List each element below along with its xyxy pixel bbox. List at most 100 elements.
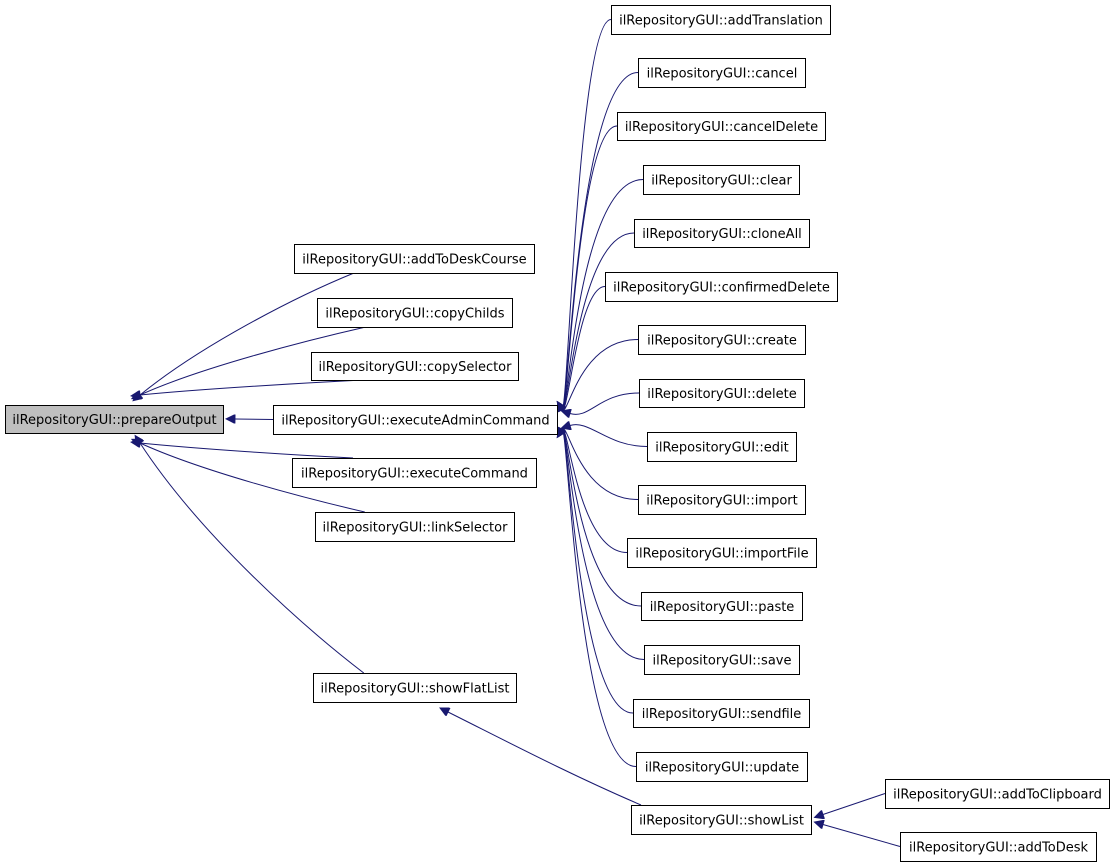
node-label: ilRepositoryGUI::addToDesk: [909, 841, 1088, 856]
node-box: [631, 805, 812, 835]
node-cancel[interactable]: ilRepositoryGUI::cancel: [638, 58, 806, 88]
node-copyChilds[interactable]: ilRepositoryGUI::copyChilds: [317, 298, 513, 328]
node-showList[interactable]: ilRepositoryGUI::showList: [631, 805, 812, 835]
node-executeCommand[interactable]: ilRepositoryGUI::executeCommand: [292, 458, 537, 488]
edge-edit-to-executeAdminCommand: [570, 425, 648, 447]
node-box: [639, 379, 805, 408]
node-label: ilRepositoryGUI::cancel: [647, 67, 798, 82]
node-sendfile[interactable]: ilRepositoryGUI::sendfile: [633, 699, 810, 728]
edge-create-to-executeAdminCommand: [562, 339, 639, 411]
node-label: ilRepositoryGUI::addToClipboard: [893, 788, 1102, 803]
edge-cloneAll-to-executeAdminCommand: [562, 232, 635, 410]
node-showFlatList[interactable]: ilRepositoryGUI::showFlatList: [313, 673, 517, 703]
edge-import-to-executeAdminCommand: [562, 429, 639, 500]
node-label: ilRepositoryGUI::copyChilds: [325, 307, 504, 322]
edge-addToClipboard-to-showList: [823, 793, 886, 815]
node-box: [311, 352, 519, 381]
node-box: [900, 832, 1097, 862]
edge-addToDeskCourse-to-prepareOutput: [140, 272, 355, 395]
node-box: [641, 592, 803, 621]
node-paste[interactable]: ilRepositoryGUI::paste: [641, 592, 803, 621]
node-cancelDelete[interactable]: ilRepositoryGUI::cancelDelete: [617, 112, 826, 141]
edge-layer: [140, 19, 901, 847]
node-label: ilRepositoryGUI::update: [645, 761, 799, 776]
node-addToDesk[interactable]: ilRepositoryGUI::addToDesk: [900, 832, 1097, 862]
edge-confirmedDelete-to-executeAdminCommand: [562, 286, 606, 411]
node-addToClipboard[interactable]: ilRepositoryGUI::addToClipboard: [885, 779, 1110, 809]
node-label: ilRepositoryGUI::prepareOutput: [12, 413, 216, 428]
node-confirmedDelete[interactable]: ilRepositoryGUI::confirmedDelete: [605, 272, 838, 302]
edge-cancelDelete-to-executeAdminCommand: [562, 125, 618, 410]
node-addToDeskCourse[interactable]: ilRepositoryGUI::addToDeskCourse: [294, 244, 535, 274]
node-box: [617, 112, 826, 141]
node-box: [885, 779, 1110, 809]
node-box: [273, 405, 558, 435]
node-label: ilRepositoryGUI::confirmedDelete: [613, 281, 830, 296]
node-box: [638, 485, 806, 515]
node-box: [627, 538, 817, 568]
node-label: ilRepositoryGUI::save: [653, 654, 792, 669]
node-label: ilRepositoryGUI::edit: [655, 441, 789, 456]
node-label: ilRepositoryGUI::executeCommand: [301, 467, 528, 482]
edge-update-to-executeAdminCommand: [562, 429, 637, 767]
node-label: ilRepositoryGUI::executeAdminCommand: [281, 414, 549, 429]
node-box: [313, 673, 517, 703]
node-label: ilRepositoryGUI::showList: [639, 814, 804, 829]
node-clear[interactable]: ilRepositoryGUI::clear: [643, 165, 800, 195]
node-label: ilRepositoryGUI::import: [646, 494, 797, 509]
node-label: ilRepositoryGUI::importFile: [635, 547, 808, 562]
edge-copyChilds-to-prepareOutput: [140, 326, 366, 395]
node-layer: ilRepositoryGUI::prepareOutputilReposito…: [5, 5, 1110, 862]
node-import[interactable]: ilRepositoryGUI::import: [638, 485, 806, 515]
node-importFile[interactable]: ilRepositoryGUI::importFile: [627, 538, 817, 568]
node-edit[interactable]: ilRepositoryGUI::edit: [647, 432, 797, 462]
node-prepareOutput[interactable]: ilRepositoryGUI::prepareOutput: [5, 405, 224, 434]
node-box: [315, 512, 515, 542]
node-box: [292, 458, 537, 488]
node-addTranslation[interactable]: ilRepositoryGUI::addTranslation: [611, 5, 831, 35]
node-box: [638, 58, 806, 88]
node-update[interactable]: ilRepositoryGUI::update: [636, 752, 808, 782]
node-label: ilRepositoryGUI::delete: [647, 387, 797, 402]
node-box: [644, 645, 800, 675]
node-create[interactable]: ilRepositoryGUI::create: [638, 325, 806, 355]
node-copySelector[interactable]: ilRepositoryGUI::copySelector: [311, 352, 519, 381]
edge-executeAdminCommand-to-prepareOutput: [235, 419, 274, 420]
node-label: ilRepositoryGUI::clear: [651, 174, 792, 189]
edge-executeCommand-to-prepareOutput: [140, 443, 354, 459]
node-label: ilRepositoryGUI::addToDeskCourse: [302, 253, 526, 268]
node-delete[interactable]: ilRepositoryGUI::delete: [639, 379, 805, 408]
edge-showList-to-showFlatList: [448, 712, 642, 806]
node-executeAdminCommand[interactable]: ilRepositoryGUI::executeAdminCommand: [273, 405, 558, 435]
node-label: ilRepositoryGUI::showFlatList: [320, 682, 509, 697]
node-save[interactable]: ilRepositoryGUI::save: [644, 645, 800, 675]
node-box: [647, 432, 797, 462]
node-label: ilRepositoryGUI::paste: [650, 600, 795, 615]
node-cloneAll[interactable]: ilRepositoryGUI::cloneAll: [634, 219, 810, 248]
node-box: [634, 219, 810, 248]
node-linkSelector[interactable]: ilRepositoryGUI::linkSelector: [315, 512, 515, 542]
node-box: [638, 325, 806, 355]
node-box: [317, 298, 513, 328]
node-box: [611, 5, 831, 35]
edge-delete-to-executeAdminCommand: [570, 392, 640, 414]
node-label: ilRepositoryGUI::addTranslation: [619, 14, 823, 29]
node-box: [5, 405, 224, 434]
node-label: ilRepositoryGUI::linkSelector: [323, 521, 509, 536]
node-box: [643, 165, 800, 195]
edge-addToDesk-to-showList: [823, 825, 901, 847]
edge-linkSelector-to-prepareOutput: [140, 443, 365, 513]
edge-showFlatList-to-prepareOutput: [140, 443, 365, 674]
node-label: ilRepositoryGUI::create: [647, 334, 797, 349]
edge-sendfile-to-executeAdminCommand: [562, 429, 634, 714]
node-box: [636, 752, 808, 782]
node-label: ilRepositoryGUI::sendfile: [642, 707, 802, 722]
node-label: ilRepositoryGUI::cloneAll: [642, 227, 802, 242]
node-label: ilRepositoryGUI::cancelDelete: [625, 120, 818, 135]
edge-copySelector-to-prepareOutput: [140, 379, 363, 395]
node-label: ilRepositoryGUI::copySelector: [319, 360, 513, 375]
node-box: [294, 244, 535, 274]
edge-paste-to-executeAdminCommand: [562, 429, 642, 607]
node-box: [605, 272, 838, 302]
